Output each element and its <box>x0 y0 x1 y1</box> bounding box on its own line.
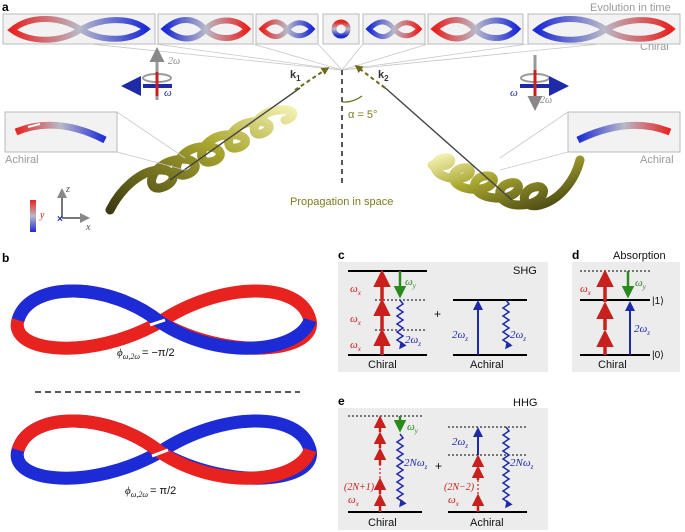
d-wy: ωy <box>635 277 647 291</box>
figure-eight-bottom: ϕω,2ω= π/2 <box>10 414 317 499</box>
left-two-omega: 2ω <box>168 56 180 67</box>
propagation-label: Propagation in space <box>290 196 393 208</box>
c-wx-2: ωx <box>350 313 362 327</box>
panel-a: a Evolution in time Chiral <box>2 0 681 233</box>
achiral-left-inset: Achiral <box>4 111 186 171</box>
c-plus: + <box>434 307 441 321</box>
figure-eight-top: ϕω,2ω= −π/2 <box>10 284 317 361</box>
right-two-omega: 2ω <box>540 95 552 106</box>
achiral-right-label: Achiral <box>640 154 674 166</box>
e-chiral-label: Chiral <box>368 517 397 529</box>
d-wx: ωx <box>580 283 592 297</box>
axes-indicator: y z x × <box>30 184 91 233</box>
right-helix-curve <box>427 153 585 211</box>
d-level-1: |1⟩ <box>652 296 664 307</box>
e-nwz-chiral: 2Nωz <box>404 457 428 471</box>
axis-x-label: x <box>85 222 91 233</box>
c-wx-3: ωx <box>350 339 362 353</box>
e-wy: ωy <box>407 421 419 435</box>
phi-bottom-label: ϕω,2ω= π/2 <box>125 485 176 499</box>
e-nwz-achiral: 2Nωz <box>510 457 534 471</box>
panel-c-title: SHG <box>513 265 537 277</box>
frame-center-ring <box>331 19 351 39</box>
panel-e-box <box>338 408 548 530</box>
left-beam-axis <box>169 87 301 181</box>
c-wy: ωy <box>405 276 417 290</box>
e-left-mult: (2N+1) <box>344 482 375 493</box>
panel-c-letter: c <box>338 248 345 262</box>
panel-a-letter: a <box>2 0 9 14</box>
e-wx-chiral: ωx <box>348 494 360 508</box>
c-achiral-label: Achiral <box>470 359 504 371</box>
left-helix-curve <box>105 105 298 215</box>
d-chiral-label: Chiral <box>598 359 627 371</box>
panel-d-letter: d <box>572 248 579 262</box>
right-beam-axis <box>381 84 513 201</box>
frame-4-curve <box>365 19 423 40</box>
frame-center <box>322 13 360 45</box>
frame-6-curve <box>532 16 676 43</box>
alpha-label: α = 5° <box>348 109 377 121</box>
e-right-mult: (2N−2) <box>444 482 475 493</box>
phi-top-label: ϕω,2ω= −π/2 <box>117 347 175 361</box>
e-wx-achiral: ωx <box>448 494 460 508</box>
time-evolution-strip <box>2 13 681 71</box>
e-plus: + <box>435 459 442 473</box>
frame-3-curve <box>258 19 316 40</box>
panel-e-letter: e <box>338 394 345 408</box>
d-2wz: 2ωz <box>634 323 650 337</box>
k2-label: k2 <box>378 69 389 83</box>
right-omega: ω <box>510 87 518 99</box>
d-level-0: |0⟩ <box>652 350 664 361</box>
c-2wz-chiral: 2ωz <box>405 334 421 348</box>
y-color-bar <box>30 200 36 232</box>
axis-z-label: z <box>65 184 70 195</box>
k2-arrow <box>354 65 386 89</box>
achiral-left-label: Achiral <box>5 154 39 166</box>
strip-connectors <box>89 43 601 71</box>
panel-c: c SHG ωx ωx ωx ωy 2ωz Chiral + 2ωz 2ωz A… <box>338 248 548 372</box>
e-achiral-label: Achiral <box>470 517 504 529</box>
frame-1-curve <box>7 16 151 43</box>
frame-5-curve <box>430 17 522 42</box>
left-rotation-indicator: 2ω ω <box>121 47 180 100</box>
panel-b: b ϕω,2ω= −π/2 ϕω,2ω= π/2 <box>2 251 317 499</box>
panel-d: d Absorption ωx ωy 2ωz |1⟩ |0⟩ Chiral <box>572 248 680 372</box>
k1-label: k1 <box>290 69 301 83</box>
c-wx-1: ωx <box>350 283 362 297</box>
right-helix: k2 <box>354 65 585 211</box>
panel-c-box <box>338 262 548 372</box>
c-2wz-achiral-1: 2ωz <box>452 329 468 343</box>
panel-d-box <box>572 262 680 372</box>
panel-e: e HHG ωy 2Nωz (2N+1) ωx Chiral + 2ωz 2Nω… <box>338 394 548 530</box>
achiral-right-inset: Achiral <box>499 111 681 171</box>
c-2wz-achiral-2: 2ωz <box>510 329 526 343</box>
frame-2-curve <box>160 17 252 42</box>
e-2wz-achiral: 2ωz <box>452 436 468 450</box>
evolution-label: Evolution in time <box>590 2 671 14</box>
panel-e-title: HHG <box>513 397 537 409</box>
axis-origin-cross: × <box>57 214 63 225</box>
left-omega: ω <box>164 87 172 99</box>
axis-y-label: y <box>39 210 45 221</box>
right-rotation-indicator: ω 2ω <box>510 55 569 111</box>
alpha-arc <box>341 95 363 103</box>
c-chiral-label: Chiral <box>368 359 397 371</box>
left-helix: k1 <box>105 67 330 215</box>
panel-d-title: Absorption <box>613 250 666 262</box>
panel-b-letter: b <box>2 251 9 265</box>
